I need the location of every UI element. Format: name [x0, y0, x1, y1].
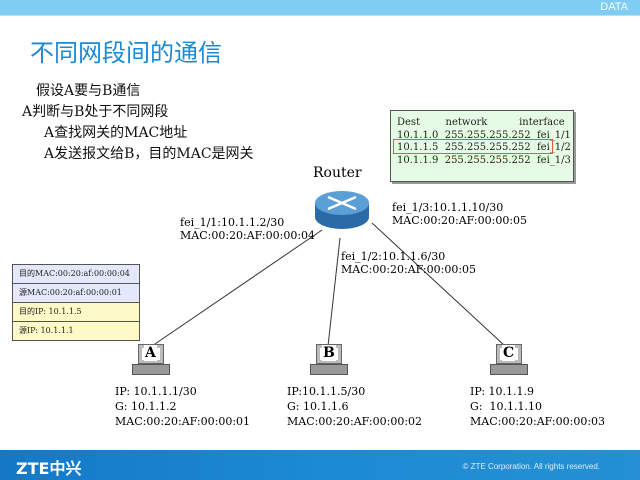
- dest-mac: 目的MAC:00:20:af:00:00:04: [13, 265, 139, 284]
- host-c-ip: IP: 10.1.1.9: [470, 385, 535, 398]
- data-tag: DATA: [600, 1, 628, 13]
- if1-ip: fei_1/1:10.1.1.2/30: [180, 216, 285, 229]
- bullet: A查找网关的MAC地址: [44, 125, 188, 141]
- zte-logo: ZTE中兴: [16, 459, 82, 478]
- footer-bar: [0, 450, 640, 480]
- host-a-name: A: [144, 345, 157, 361]
- table-row: 10.1.1.5 255.255.255.252 fei_1/2: [397, 142, 571, 153]
- host-c-name: C: [502, 345, 516, 361]
- router-label: Router: [313, 165, 362, 181]
- if3-ip: fei_1/3:10.1.1.10/30: [392, 201, 504, 214]
- table-row: 10.1.1.9 255.255.255.252 fei_1/3: [397, 155, 571, 166]
- host-b-mac: MAC:00:20:AF:00:00:02: [287, 415, 423, 428]
- table-row: 10.1.1.0 255.255.255.252 fei_1/1: [397, 130, 571, 141]
- copyright: © ZTE Corporation. All rights reserved.: [462, 462, 601, 471]
- host-a-ip: IP: 10.1.1.1/30: [115, 385, 197, 398]
- host-a-mac: MAC:00:20:AF:00:00:01: [115, 415, 251, 428]
- src-mac: 源MAC:00:20:af:00:00:01: [13, 284, 139, 303]
- dest-ip: 目的IP: 10.1.1.5: [13, 303, 139, 322]
- host-a-gw: G: 10.1.1.2: [115, 400, 177, 413]
- bullet: A判断与B处于不同网段: [22, 104, 169, 120]
- highlight-box: [393, 139, 553, 154]
- top-bar: DATA: [0, 0, 640, 16]
- link-b: [327, 237, 341, 347]
- routing-table: Dest network interface 10.1.1.0 255.255.…: [390, 110, 574, 182]
- if2-mac: MAC:00:20:AF:00:00:05: [341, 263, 477, 276]
- host-b-icon: B: [310, 344, 348, 375]
- host-a-icon: A: [132, 344, 170, 375]
- if3-mac: MAC:00:20:AF:00:00:05: [392, 214, 528, 227]
- host-c-icon: C: [490, 344, 528, 375]
- table-header: Dest network interface: [397, 117, 565, 128]
- packet-header: 目的MAC:00:20:af:00:00:04 源MAC:00:20:af:00…: [12, 264, 140, 341]
- page-title: 不同网段间的通信: [30, 39, 222, 67]
- router-icon: [315, 191, 369, 229]
- bullet: A发送报文给B，目的MAC是网关: [44, 146, 254, 162]
- src-ip: 源IP: 10.1.1.1: [13, 322, 139, 340]
- bullet: 假设A要与B通信: [36, 83, 141, 99]
- host-b-ip: IP:10.1.1.5/30: [287, 385, 366, 398]
- host-c-gw: G: 10.1.1.10: [470, 400, 542, 413]
- link-c: [371, 222, 506, 347]
- host-b-gw: G: 10.1.1.6: [287, 400, 349, 413]
- link-a: [151, 229, 323, 347]
- host-b-name: B: [322, 345, 336, 361]
- host-c-mac: MAC:00:20:AF:00:00:03: [470, 415, 606, 428]
- if1-mac: MAC:00:20:AF:00:00:04: [180, 229, 316, 242]
- if2-ip: fei_1/2:10.1.1.6/30: [341, 250, 446, 263]
